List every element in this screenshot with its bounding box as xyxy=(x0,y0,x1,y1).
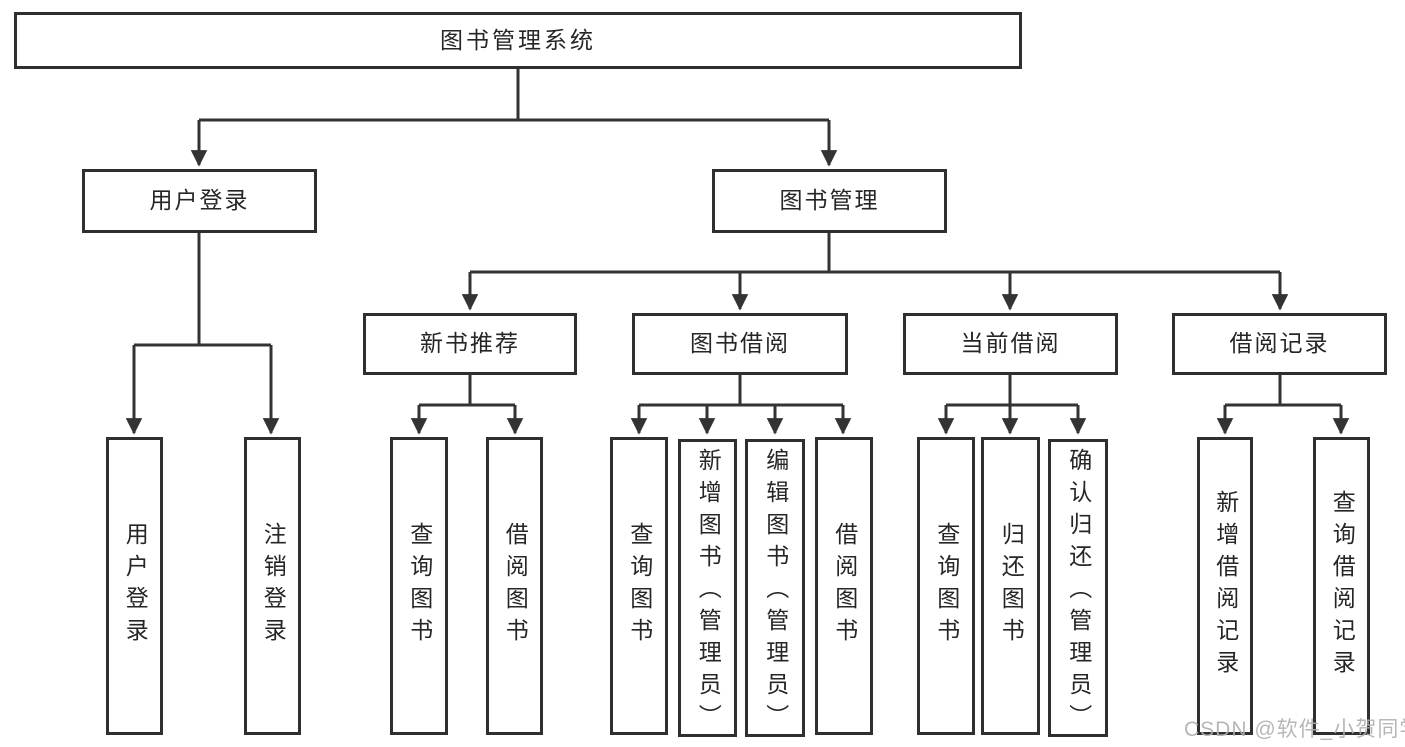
node-bb-edit-book-admin: 编辑图书（管理员） xyxy=(745,439,805,737)
node-cb-return-book: 归还图书 xyxy=(981,437,1040,735)
node-bb-query-book: 查询图书 xyxy=(610,437,668,735)
node-br-add-record: 新增借阅记录 xyxy=(1197,437,1253,735)
node-login: 用户登录 xyxy=(106,437,163,735)
node-cb-query-book: 查询图书 xyxy=(917,437,975,735)
node-bb-add-book-admin: 新增图书（管理员） xyxy=(678,439,737,737)
node-new-book-recommend: 新书推荐 xyxy=(363,313,577,375)
node-cb-confirm-return-admin: 确认归还（管理员） xyxy=(1048,439,1108,737)
node-book-borrow: 图书借阅 xyxy=(632,313,848,375)
node-logout: 注销登录 xyxy=(244,437,301,735)
node-current-borrow: 当前借阅 xyxy=(903,313,1118,375)
csdn-watermark: CSDN @软件_小贺同学 xyxy=(1184,718,1405,741)
node-nbr-query-book: 查询图书 xyxy=(390,437,448,735)
node-nbr-borrow-book: 借阅图书 xyxy=(486,437,543,735)
node-book-management: 图书管理 xyxy=(712,169,947,233)
node-bb-borrow-book: 借阅图书 xyxy=(815,437,873,735)
node-br-query-record: 查询借阅记录 xyxy=(1313,437,1370,735)
node-root: 图书管理系统 xyxy=(14,12,1022,69)
node-borrow-records: 借阅记录 xyxy=(1172,313,1387,375)
node-user-login: 用户登录 xyxy=(82,169,317,233)
